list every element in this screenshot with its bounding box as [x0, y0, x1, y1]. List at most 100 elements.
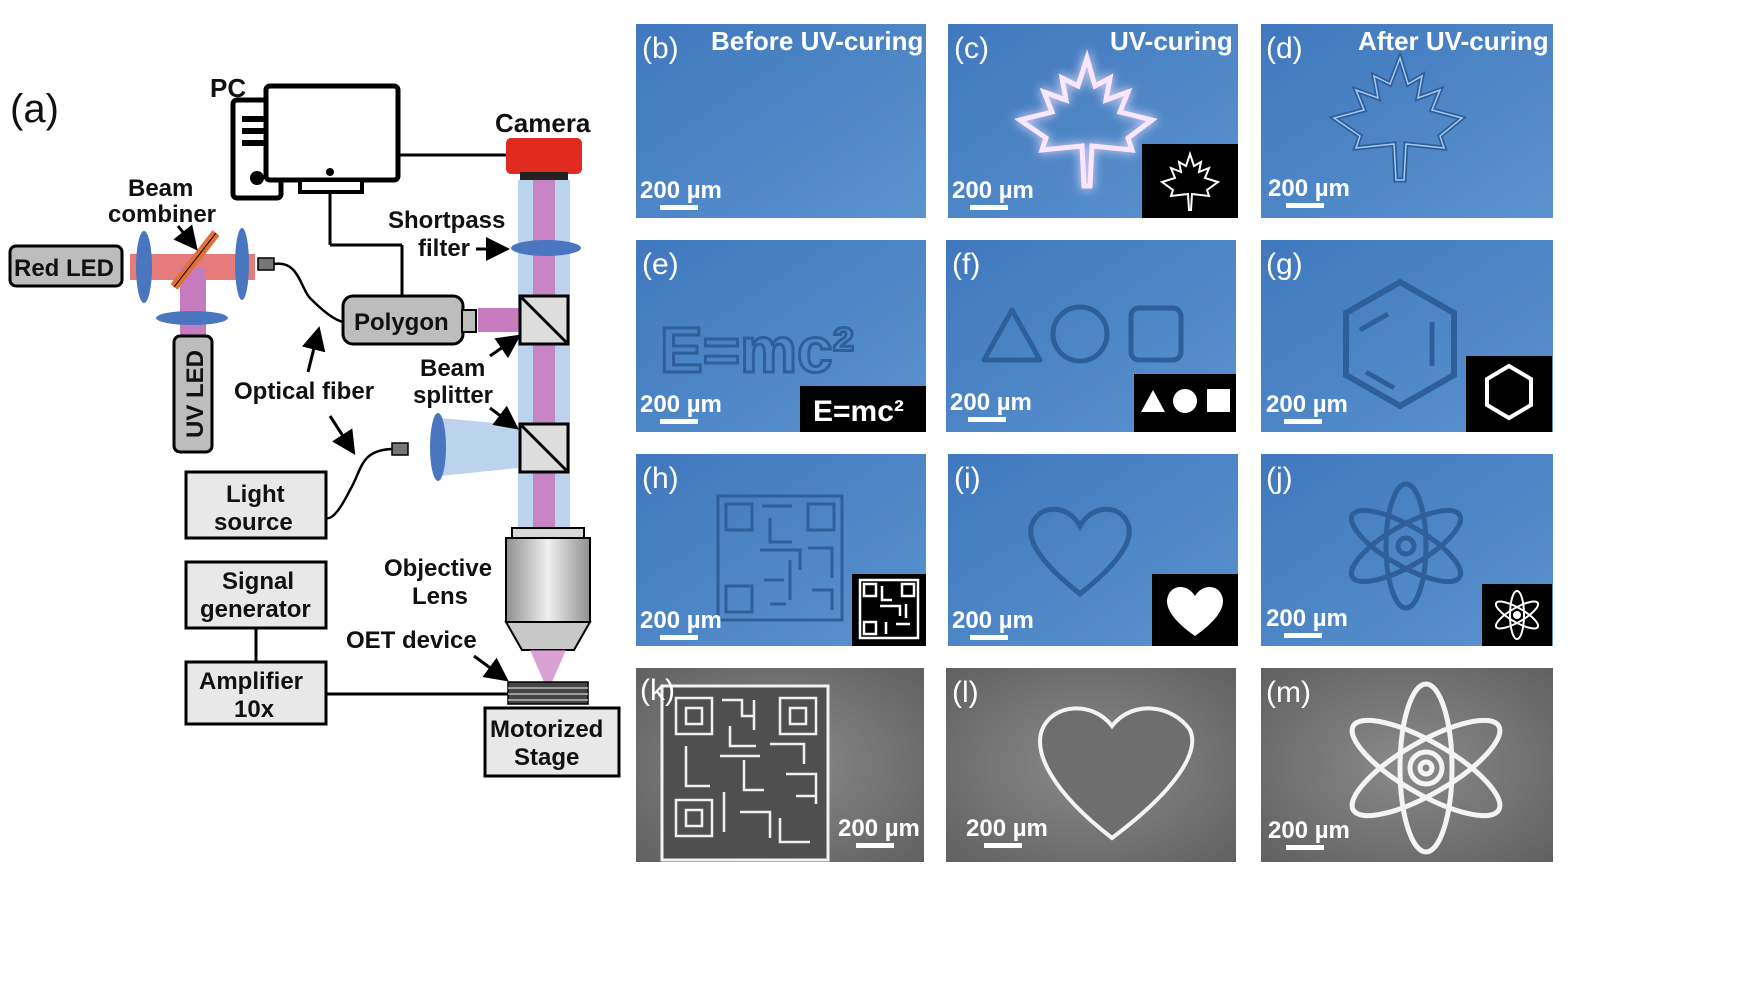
scale-bar-h: [660, 635, 698, 640]
stage-box: [483, 706, 621, 778]
atom-icon: [1494, 590, 1540, 640]
beam-combiner-label-2: combiner: [108, 201, 216, 228]
amplifier-label-1: Amplifier: [199, 668, 303, 695]
illum-lens: [430, 413, 446, 481]
beam-splitter-label-2: splitter: [413, 382, 493, 409]
combiner-arrow: [173, 224, 198, 251]
sem-qr-code: [674, 696, 818, 844]
fiber-connector-top: [257, 257, 275, 271]
camera: [506, 138, 582, 174]
heart-icon: [1167, 587, 1223, 636]
focus-cone: [530, 650, 566, 682]
light-source-label-2: source: [214, 509, 293, 536]
uv-beam-vertical: [533, 180, 555, 530]
scale-bar-b: [660, 205, 698, 210]
scale-label-f: 200 µm: [950, 389, 1032, 416]
objective-tip: [504, 621, 592, 651]
scale-label-l: 200 µm: [966, 815, 1048, 842]
panel-label-f: (f): [952, 248, 980, 281]
fiber-arrow-2: [328, 415, 356, 456]
sem-atom: [1349, 681, 1503, 855]
illum-beam-horizontal: [440, 418, 518, 476]
maple-leaf-icon: [1159, 150, 1221, 211]
beam-combiner-label-1: Beam: [128, 175, 193, 202]
objective-label-2: Lens: [412, 583, 468, 610]
panel-j: (j) 200 µm: [1261, 454, 1553, 646]
panel-h: (h) 200 µm: [636, 454, 926, 646]
cured-square: [1128, 305, 1184, 363]
cured-heart: [1028, 506, 1132, 598]
panel-label-c: (c): [954, 32, 989, 65]
signal-generator-label-2: generator: [200, 596, 311, 623]
fiber-arrow-1: [301, 326, 326, 373]
uv-lens: [156, 311, 228, 325]
light-source-label-1: Light: [226, 481, 285, 508]
oet-arrow: [473, 654, 509, 682]
power-icon: [250, 171, 264, 185]
optical-fiber-label: Optical fiber: [234, 378, 374, 405]
pc-label: PC: [210, 73, 246, 103]
scale-bar-g: [1284, 419, 1322, 424]
scale-label-g: 200 µm: [1266, 391, 1348, 418]
optical-fiber-bottom: [325, 447, 393, 520]
panel-title-c: UV-curing: [1110, 26, 1233, 56]
panel-e: (e) E=mc² E=mc² 200 µm: [636, 240, 926, 432]
scale-bar-e: [660, 419, 698, 424]
panel-label-h: (h): [642, 462, 679, 495]
scale-bar-c: [970, 205, 1008, 210]
beam-splitter-bottom: [518, 422, 570, 474]
amplifier-label-2: 10x: [234, 696, 275, 723]
panel-m: (m) 200 µm: [1261, 668, 1553, 862]
scale-label-i: 200 µm: [952, 607, 1034, 634]
panel-title-b: Before UV-curing: [711, 26, 923, 56]
panel-i: (i) 200 µm: [948, 454, 1238, 646]
optical-fiber-top: [273, 262, 344, 324]
shortpass-label-1: Shortpass: [388, 207, 505, 234]
panel-label-i: (i): [954, 462, 981, 495]
panel-label-g: (g): [1266, 248, 1303, 281]
panel-label-b: (b): [642, 32, 679, 65]
scale-bar-d: [1286, 203, 1324, 208]
stage-label-2: Stage: [514, 744, 579, 771]
signal-generator-label-1: Signal: [222, 568, 294, 595]
panel-label-d: (d): [1266, 32, 1303, 65]
scale-bar-m: [1286, 845, 1324, 850]
scale-bar-j: [1284, 633, 1322, 638]
red-led-box: [8, 244, 124, 288]
beam-splitter-label-1: Beam: [420, 355, 485, 382]
scale-label-k: 200 µm: [838, 815, 920, 842]
panel-label-k: (k): [640, 674, 675, 707]
objective-body: [505, 537, 591, 623]
fiber-connector-bottom: [391, 442, 409, 456]
scale-label-b: 200 µm: [640, 177, 722, 204]
inset-e: [800, 386, 926, 432]
schematic-a: (a) PC Camera Shortpass filter: [8, 73, 621, 778]
cured-qr-code: [716, 494, 844, 622]
scale-label-h: 200 µm: [640, 607, 722, 634]
red-led-label: Red LED: [14, 255, 114, 282]
cured-circle: [1050, 304, 1110, 364]
polygon-label: Polygon: [354, 309, 449, 336]
cured-pattern-e: E=mc²: [660, 314, 854, 386]
panel-label-m: (m): [1266, 676, 1311, 709]
panel-label-l: (l): [952, 676, 979, 709]
scale-bar-l: [984, 843, 1022, 848]
panel-g: (g) 200 µm: [1261, 240, 1553, 432]
pc-monitor: [263, 83, 401, 183]
oet-device-label: OET device: [346, 627, 477, 654]
splitter-arrow-1: [489, 334, 521, 359]
cured-atom: [1348, 481, 1464, 611]
panel-label-j: (j): [1266, 462, 1293, 495]
uv-led-box: [172, 334, 214, 454]
panel-b: (b) Before UV-curing 200 µm: [636, 24, 926, 218]
uv-beam-from-polygon: [478, 308, 520, 332]
beam-splitter-top: [518, 294, 570, 346]
benzene-icon: [1485, 363, 1533, 421]
uv-led-label: UV LED: [182, 350, 209, 438]
sem-heart: [1038, 706, 1195, 841]
panel-f: (f) 200 µm: [946, 240, 1236, 432]
light-source-box: [184, 470, 328, 540]
pc: PC: [210, 73, 401, 201]
panel-c: (c) UV-curing 200 µm: [948, 24, 1238, 218]
